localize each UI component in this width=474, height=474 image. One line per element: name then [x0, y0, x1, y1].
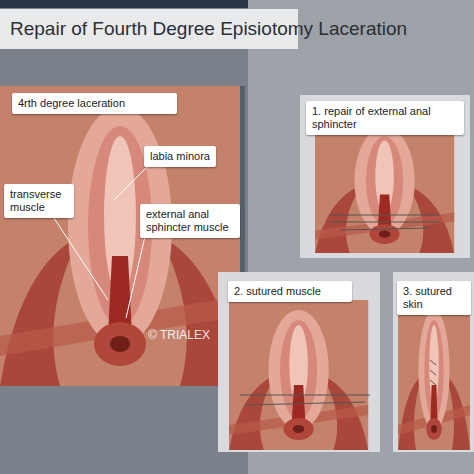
label-text: labia minora — [150, 150, 210, 163]
label-box: 4rth degree laceration — [12, 93, 177, 114]
label-box: 1. repair of external anal sphincter — [306, 101, 464, 135]
label-box: external anal sphincter muscle — [140, 204, 240, 238]
label-text: 3. sutured skin — [403, 285, 465, 311]
watermark: © TRIALEX — [148, 328, 210, 342]
label-text: 2. sutured muscle — [234, 285, 346, 298]
label-text: 4rth degree laceration — [18, 97, 171, 110]
title: Repair of Fourth Degree Episiotomy Lacer… — [0, 9, 298, 49]
label-text: 1. repair of external anal sphincter — [312, 105, 458, 131]
label-box: 3. sutured skin — [397, 281, 471, 315]
label-box: transverse muscle — [4, 184, 74, 218]
label-box: 2. sutured muscle — [228, 281, 352, 302]
label-text: transverse muscle — [10, 188, 68, 214]
label-box: labia minora — [144, 146, 216, 167]
label-text: external anal sphincter muscle — [146, 208, 234, 234]
